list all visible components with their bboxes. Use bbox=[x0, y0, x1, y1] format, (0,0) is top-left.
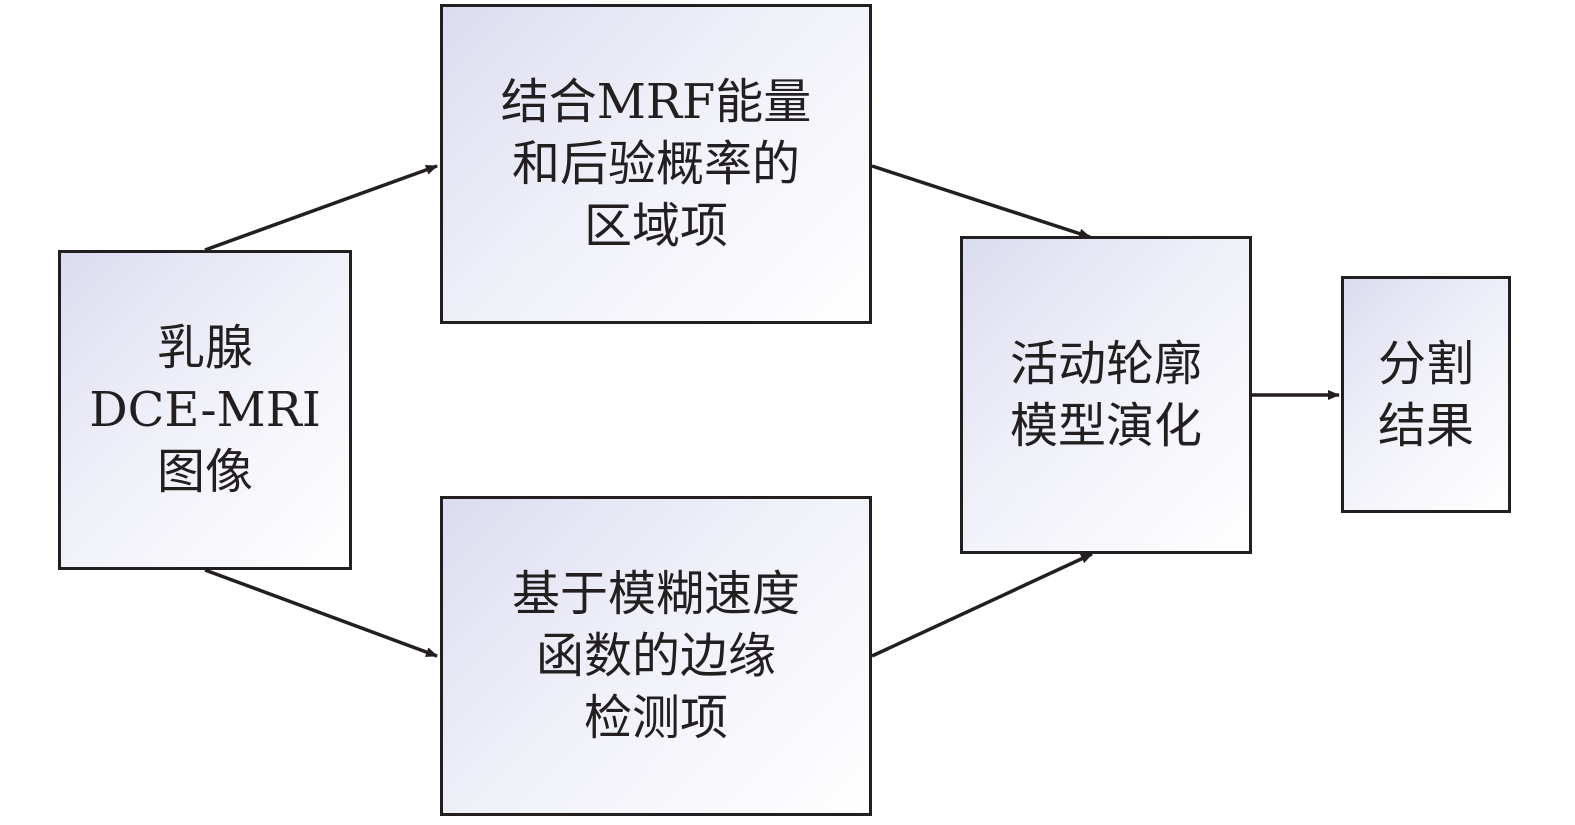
arrow-region-to-contour bbox=[871, 164, 1091, 239]
region-term-line-1: 结合MRF能量 bbox=[500, 74, 812, 130]
edge-term-line-1: 基于模糊速度 bbox=[511, 566, 800, 622]
edge-term-line-2: 函数的边缘 bbox=[535, 628, 776, 684]
arrow-input-to-edge bbox=[204, 568, 438, 658]
active-contour-node: 活动轮廓 模型演化 bbox=[960, 236, 1252, 554]
segmentation-result-line-1: 分割 bbox=[1377, 335, 1474, 392]
segmentation-result-node: 分割 结果 bbox=[1341, 276, 1511, 513]
input-image-line-2: DCE-MRI bbox=[89, 382, 321, 438]
input-image-line-3: 图像 bbox=[156, 444, 253, 500]
arrow-edge-to-contour bbox=[871, 552, 1093, 658]
arrow-input-to-region bbox=[204, 164, 438, 252]
active-contour-line-1: 活动轮廓 bbox=[1009, 336, 1202, 392]
edge-term-label: 基于模糊速度 函数的边缘 检测项 bbox=[512, 563, 800, 749]
input-image-node: 乳腺 DCE-MRI 图像 bbox=[58, 250, 352, 570]
segmentation-result-line-2: 结果 bbox=[1377, 397, 1474, 454]
input-image-label: 乳腺 DCE-MRI 图像 bbox=[89, 317, 321, 503]
region-term-node: 结合MRF能量 和后验概率的 区域项 bbox=[440, 4, 872, 324]
input-image-line-1: 乳腺 bbox=[156, 320, 253, 376]
region-term-line-3: 区域项 bbox=[583, 198, 728, 254]
active-contour-line-2: 模型演化 bbox=[1009, 398, 1202, 454]
edge-term-node: 基于模糊速度 函数的边缘 检测项 bbox=[440, 496, 872, 816]
region-term-line-2: 和后验概率的 bbox=[511, 136, 800, 192]
active-contour-label: 活动轮廓 模型演化 bbox=[1010, 333, 1202, 457]
region-term-label: 结合MRF能量 和后验概率的 区域项 bbox=[501, 71, 812, 257]
segmentation-result-label: 分割 结果 bbox=[1378, 333, 1474, 457]
edge-term-line-3: 检测项 bbox=[583, 690, 728, 746]
